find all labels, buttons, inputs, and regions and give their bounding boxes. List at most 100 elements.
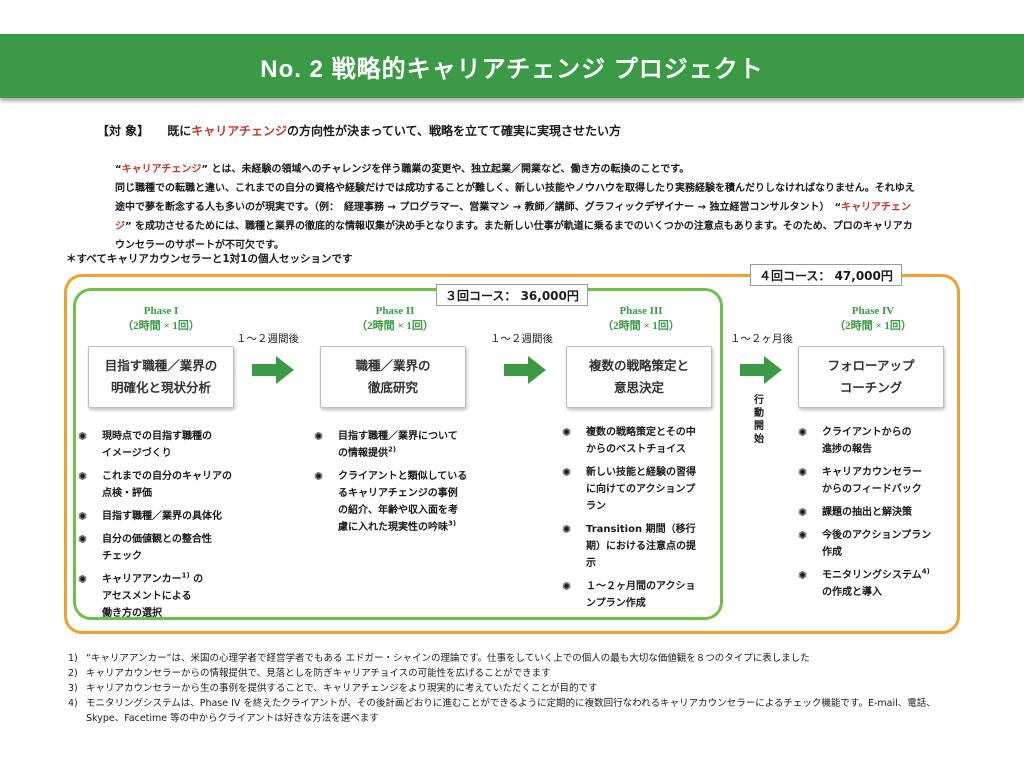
phase-4-duration: （2時間 × 1回） [834,320,912,332]
gap-label-2: １～２週間後 [490,333,553,345]
list-item-text: 今後のアクションプラン 作成 [822,530,932,558]
list-item-text: 複数の戦略策定とその中 からのベストチョイス [586,427,696,455]
list-item: ✺ 課題の抽出と解決策 [798,504,958,521]
phase-4-bullets: ✺クライアントからの 進捗の報告 ✺キャリアカウンセラー からのフィードバック … [798,424,958,607]
bullet-star-icon: ✺ [562,426,572,439]
bullet-star-icon: ✺ [562,523,572,536]
footnote-text: モニタリングシステムは、Phase IV を終えたクライアントが、その後計画どお… [86,698,936,724]
intro-highlight-2: キャリアチェンジ [115,202,911,232]
quote-open-2: “ [834,202,842,213]
target-text-after: の方向性が決まっていて、戦略を立てて確実に実現させたい方 [286,124,621,138]
footnote-4: 4) モニタリングシステムは、Phase IV を終えたクライアントが、その後計画… [68,696,968,726]
phase-3-duration: （2時間 × 1回） [602,320,680,332]
bullet-star-icon: ✺ [798,569,808,582]
list-item-text: 自分の価値観との整合性 チェック [102,534,212,562]
list-item: ✺クライアントと類似している るキャリアチェンジの事例 の紹介、年齢や収入面を考… [314,468,494,536]
four-session-course-frame [64,274,960,634]
gap-label-1: １～２週間後 [236,333,299,345]
target-text-before: 既に [167,124,192,138]
footnote-ref: 3) [448,519,457,528]
intro-highlight-1: キャリアチェンジ [121,164,202,175]
intro-p1-rest: ” とは、未経験の領域へのチャレンジを伴う職業の変更や、独立起業／開業など、働き… [201,164,690,175]
bullet-star-icon: ✺ [798,506,808,519]
list-item: ✺ Transition 期間（移行 期）における注意点の提 示 [562,521,722,572]
phase-2-box: 職種／業界の 徹底研究 [320,346,466,408]
intro-p2-rest: ” を成功させるためには、職種と業界の徹底的な情報収集が決め手となります。また新… [115,221,913,251]
intro-line-2: 同じ職種での転職と違い、これまでの自分の資格や経験だけでは成功することが難しく、… [115,179,915,255]
phase-3-box: 複数の戦略策定と 意思決定 [566,346,712,408]
list-item-text: これまでの自分のキャリアの 点検・評価 [102,471,232,499]
bullet-star-icon: ✺ [78,573,88,586]
footnote-number: 2) [68,668,78,679]
phase-3-bullets: ✺ 複数の戦略策定とその中 からのベストチョイス ✺新しい技能と経験の習得 に向け… [562,424,722,618]
list-item: ✺ キャリアアンカー1) の アセスメントによる 働き方の選択 [78,571,258,622]
top-blank-bar [0,0,1024,34]
gap-label-3: １～２ヶ月後 [730,333,793,345]
action-start-label: 行動開始 [754,395,764,445]
footnote-text: “キャリアアンカー”は、米国の心理学者で経営学者でもある エドガー・シャインの理… [86,653,810,664]
phase-4-title: Phase IV （2時間 × 1回） [798,304,948,334]
phase-1-name: Phase I [143,305,179,317]
page-title: No. 2 戦略的キャリアチェンジ プロジェクト [0,34,1024,98]
phase-4-name: Phase IV [851,305,895,317]
footnote-number: 4) [68,698,78,709]
list-item-text: 目指す職種／業界について の情報提供 [338,431,458,459]
bullet-star-icon: ✺ [562,580,572,593]
list-item: ✺ モニタリングシステム4) の作成と導入 [798,567,958,601]
target-highlight: キャリアチェンジ [191,124,287,138]
footnote-ref: 2) [388,445,397,454]
list-item-text: キャリアアンカー [102,574,182,585]
list-item: ✺ １～２ヶ月間のアクショ ンプラン作成 [562,578,722,612]
bullet-star-icon: ✺ [314,470,324,483]
bullet-star-icon: ✺ [798,529,808,542]
phase-1-box: 目指す職種／業界の 明確化と現状分析 [88,346,234,408]
four-session-course-label: ４回コース： 47,000円 [750,264,902,286]
list-item-text: モニタリングシステム [822,570,922,581]
list-item: ✺ 目指す職種／業界について の情報提供2) [314,428,494,462]
list-item-text: クライアントからの 進捗の報告 [822,427,912,455]
list-item-text: の アセスメントによる 働き方の選択 [102,574,204,619]
list-item: ✺ 複数の戦略策定とその中 からのベストチョイス [562,424,722,458]
footnote-text: キャリアカウンセラーからの情報提供で、見落としを防ぎキャリアチョイスの可能性を広… [86,668,551,679]
list-item: ✺キャリアカウンセラー からのフィードバック [798,464,958,498]
list-item: ✺目指す職種／業界の具体化 [78,508,258,525]
list-item: ✺新しい技能と経験の習得 に向けてのアクションプ ラン [562,464,722,515]
footnote-number: 1) [68,653,78,664]
footnote-ref: 4) [921,567,930,576]
bullet-star-icon: ✺ [78,430,88,443]
phase-1-duration: （2時間 × 1回） [122,320,200,332]
three-session-course-label: ３回コース： 36,000円 [436,284,588,306]
bullet-star-icon: ✺ [314,430,324,443]
footnote-ref: 1) [181,571,190,580]
phase-3-name: Phase III [619,305,663,317]
phase-1-title: Phase I （2時間 × 1回） [86,304,236,334]
target-label: 【対 象】 [97,124,144,138]
footnotes: 1) “キャリアアンカー”は、米国の心理学者で経営学者でもある エドガー・シャイン… [68,651,968,726]
bullet-star-icon: ✺ [562,466,572,479]
list-item-text: 課題の抽出と解決策 [822,507,912,518]
phase-2-duration: （2時間 × 1回） [356,320,434,332]
bullet-star-icon: ✺ [78,510,88,523]
list-item-text: １～２ヶ月間のアクショ ンプラン作成 [586,581,696,609]
bullet-star-icon: ✺ [78,533,88,546]
phase-4-box: フォローアップ コーチング [798,346,944,408]
list-item-text: キャリアカウンセラー からのフィードバック [822,467,922,495]
list-item-text: の作成と導入 [822,587,882,598]
quote-open: “ [115,164,122,175]
list-item: ✺ クライアントからの 進捗の報告 [798,424,958,458]
target-audience: 【対 象】 既にキャリアチェンジの方向性が決まっていて、戦略を立てて確実に実現さ… [97,122,621,139]
phase-1-bullets: ✺現時点での目指す職種の イメージづくり ✺ これまでの自分のキャリアの 点検・評… [78,428,258,628]
phase-2-title: Phase II （2時間 × 1回） [320,304,470,334]
footnote-3: 3)キャリアカウンセラーから生の事例を提供することで、キャリアチェンジをより現実… [68,681,968,696]
three-session-course-frame [73,288,723,620]
intro-paragraph: “キャリアチェンジ” とは、未経験の領域へのチャレンジを伴う職業の変更や、独立起… [115,160,915,255]
list-item: ✺ 今後のアクションプラン 作成 [798,527,958,561]
footnote-1: 1) “キャリアアンカー”は、米国の心理学者で経営学者でもある エドガー・シャイン… [68,651,968,666]
phase-3-title: Phase III （2時間 × 1回） [566,304,716,334]
list-item: ✺現時点での目指す職種の イメージづくり [78,428,258,462]
list-item-text: Transition 期間（移行 期）における注意点の提 示 [586,524,696,569]
bullet-star-icon: ✺ [798,426,808,439]
footnote-text: キャリアカウンセラーから生の事例を提供することで、キャリアチェンジをより現実的に… [86,683,598,694]
intro-line-1: “キャリアチェンジ” とは、未経験の領域へのチャレンジを伴う職業の変更や、独立起… [115,160,915,179]
phase-2-bullets: ✺ 目指す職種／業界について の情報提供2) ✺クライアントと類似している るキャ… [314,428,494,542]
